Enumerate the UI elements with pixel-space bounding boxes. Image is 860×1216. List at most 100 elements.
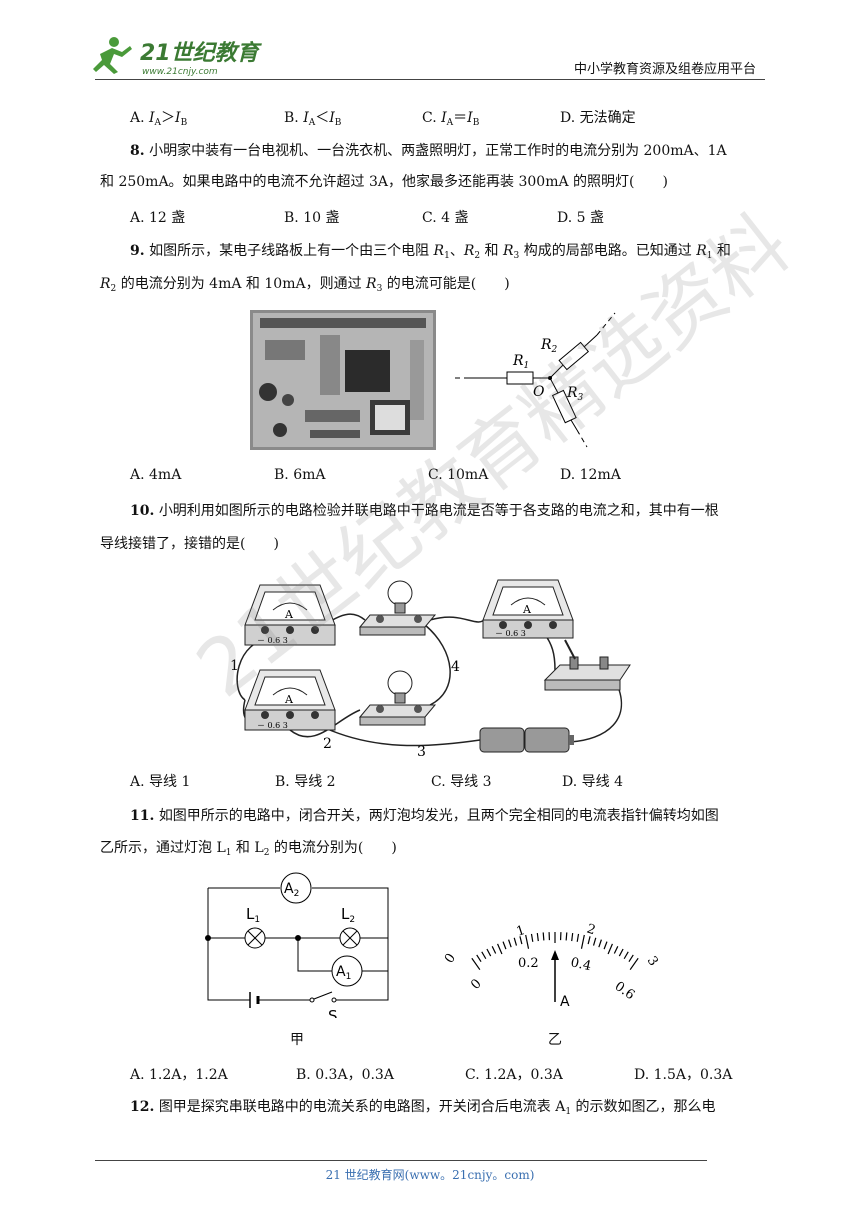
q9-text-line1: 如图所示，某电子线路板上有一个由三个电阻 R1、R2 和 R3 构成的局部电路。… [149, 243, 731, 261]
footer-divider [95, 1160, 707, 1161]
dial-tick [587, 936, 591, 945]
header-divider [95, 79, 765, 80]
dial-tick [618, 948, 624, 957]
q7-option-b[interactable]: B. IA＜IB [284, 110, 342, 128]
dial-tick [607, 943, 613, 955]
q9-number: 9. [130, 243, 145, 259]
ammeter-3-label: A [522, 603, 532, 616]
q9-option-a[interactable]: A. 4mA [130, 467, 182, 483]
dial-tick [513, 937, 518, 946]
dial-tick [476, 954, 482, 962]
q10-text-line2: 导线接错了，接错的是( ) [100, 536, 279, 552]
q10-option-a[interactable]: A. 导线 1 [130, 774, 191, 790]
wire-label-3: 3 [417, 744, 426, 760]
dial-inner-0-6: 0.6 [612, 979, 638, 1003]
q11-option-d[interactable]: D. 1.5A，0.3A [634, 1067, 733, 1083]
q11-option-b[interactable]: B. 0.3A，0.3A [296, 1067, 394, 1083]
label-r1: R1 [512, 353, 529, 371]
dial-tick [508, 939, 512, 948]
dial-tick [565, 932, 568, 941]
dial-tick [603, 941, 608, 950]
ammeter-3: A － 0.6 3 [482, 579, 574, 639]
ammeter-2: A － 0.6 3 [244, 669, 336, 731]
q7-option-a[interactable]: A. IA＞IB [130, 110, 188, 128]
switch-s [313, 991, 333, 1000]
logo: 21世纪教育 www.21cnjy.com [93, 37, 262, 77]
ammeter-dial-yi: 0 1 2 3 0 0.2 0.4 0.6 A [442, 922, 661, 1010]
dial-tick [628, 954, 634, 962]
q8-text-line1: 小明家中装有一台电视机、一台洗衣机、两盏照明灯，正常工作时的电流分别为 200m… [149, 143, 727, 159]
dial-inner-0: 0 [468, 976, 484, 992]
wire-label-2: 2 [323, 736, 332, 752]
ammeter-3-scale: － 0.6 3 [495, 629, 526, 638]
resistor-network-diagram: R1 R2 R3 O [455, 312, 616, 448]
wire-label-1: 1 [230, 658, 239, 674]
dial-tick [491, 946, 497, 954]
dial-tick [519, 936, 523, 945]
dial-outer-0: 0 [442, 951, 459, 966]
question-12: 12. 图甲是探究串联电路中的电流关系的电路图，开关闭合后电流表 A1 的示数如… [130, 1097, 716, 1122]
dial-tick [471, 957, 481, 971]
q12-text-line1: 图甲是探究串联电路中的电流关系的电路图，开关闭合后电流表 A1 的示数如图乙，那… [158, 1099, 716, 1117]
circuit-board-photo [250, 310, 436, 450]
q9-text-line2: R2 的电流分别为 4mA 和 10mA，则通过 R3 的电流可能是( ) [100, 276, 510, 294]
q8-option-d[interactable]: D. 5 盏 [557, 210, 604, 226]
dial-tick [542, 932, 545, 941]
resistor-r1 [506, 371, 534, 385]
bulb-2-icon [358, 670, 437, 726]
q11-number: 11. [130, 808, 155, 824]
label-r2: R2 [540, 337, 558, 355]
footer-text: 21 世纪教育网(www。21cnjy。com) [325, 1168, 535, 1182]
runner-icon [93, 37, 132, 74]
q11-option-c[interactable]: C. 1.2A，0.3A [465, 1067, 563, 1083]
q8-option-c[interactable]: C. 4 盏 [422, 210, 469, 226]
q10-option-d[interactable]: D. 导线 4 [562, 774, 623, 790]
q9-option-c[interactable]: C. 10mA [428, 467, 489, 483]
q11-option-a[interactable]: A. 1.2A，1.2A [130, 1067, 228, 1083]
label-o: O [533, 384, 545, 400]
ammeter-a2 [280, 872, 312, 904]
resistor-r3 [551, 389, 577, 424]
circuit-diagram-jia: A2 A1 L1 L2 S [205, 872, 389, 1018]
ammeter-2-scale: － 0.6 3 [257, 721, 288, 730]
ammeter-1-scale: － 0.6 3 [257, 636, 288, 645]
logo-main-text: 21世纪教育 [140, 40, 262, 66]
q8-text-line2: 和 250mA。如果电路中的电流不允许超过 3A，他家最多还能再装 300mA … [100, 174, 668, 190]
header-right-text: 中小学教育资源及组卷应用平台 [574, 62, 757, 77]
q12-number: 12. [130, 1099, 155, 1115]
switch-icon [543, 639, 631, 691]
dial-outer-1: 1 [515, 923, 528, 940]
q10-option-b[interactable]: B. 导线 2 [275, 774, 336, 790]
dial-outer-2: 2 [585, 922, 598, 939]
q10-option-c[interactable]: C. 导线 3 [431, 774, 492, 790]
dial-tick [497, 943, 503, 955]
fig-caption-jia: 甲 [290, 1032, 304, 1048]
q11-text-line2: 乙所示，通过灯泡 L1 和 L2 的电流分别为( ) [100, 840, 397, 858]
ammeter-2-label: A [284, 693, 294, 706]
svg-text:L2: L2 [341, 905, 355, 925]
logo-url-text: www.21cnjy.com [142, 67, 218, 77]
dial-tick [623, 951, 629, 960]
q9-option-d[interactable]: D. 12mA [560, 467, 621, 483]
q7-option-d[interactable]: D. 无法确定 [560, 110, 636, 126]
dial-tick [629, 957, 639, 971]
fig-caption-yi: 乙 [548, 1032, 562, 1048]
dial-tick [571, 933, 574, 942]
q10-text-line1: 小明利用如图所示的电路检验并联电路中干路电流是否等于各支路的电流之和，其中有一根 [158, 503, 719, 519]
dial-tick [530, 933, 534, 942]
wire-label-4: 4 [451, 659, 460, 675]
q8-option-b[interactable]: B. 10 盏 [284, 210, 340, 226]
q7-option-c[interactable]: C. IA＝IB [422, 110, 480, 128]
label-r3: R3 [566, 385, 584, 403]
q8-number: 8. [130, 143, 145, 159]
dial-tick [502, 941, 507, 950]
dial-tick [613, 946, 619, 954]
dial-tick [525, 934, 530, 949]
q8-option-a[interactable]: A. 12 盏 [130, 210, 186, 226]
dial-unit: A [560, 994, 570, 1010]
q9-option-b[interactable]: B. 6mA [274, 467, 326, 483]
dial-tick [486, 948, 492, 957]
dial-inner-0-4: 0.4 [569, 955, 592, 974]
ammeter-1: A － 0.6 3 [244, 584, 336, 646]
q10-circuit-figure: A － 0.6 3 A － 0.6 3 A － 0.6 3 [230, 579, 631, 760]
